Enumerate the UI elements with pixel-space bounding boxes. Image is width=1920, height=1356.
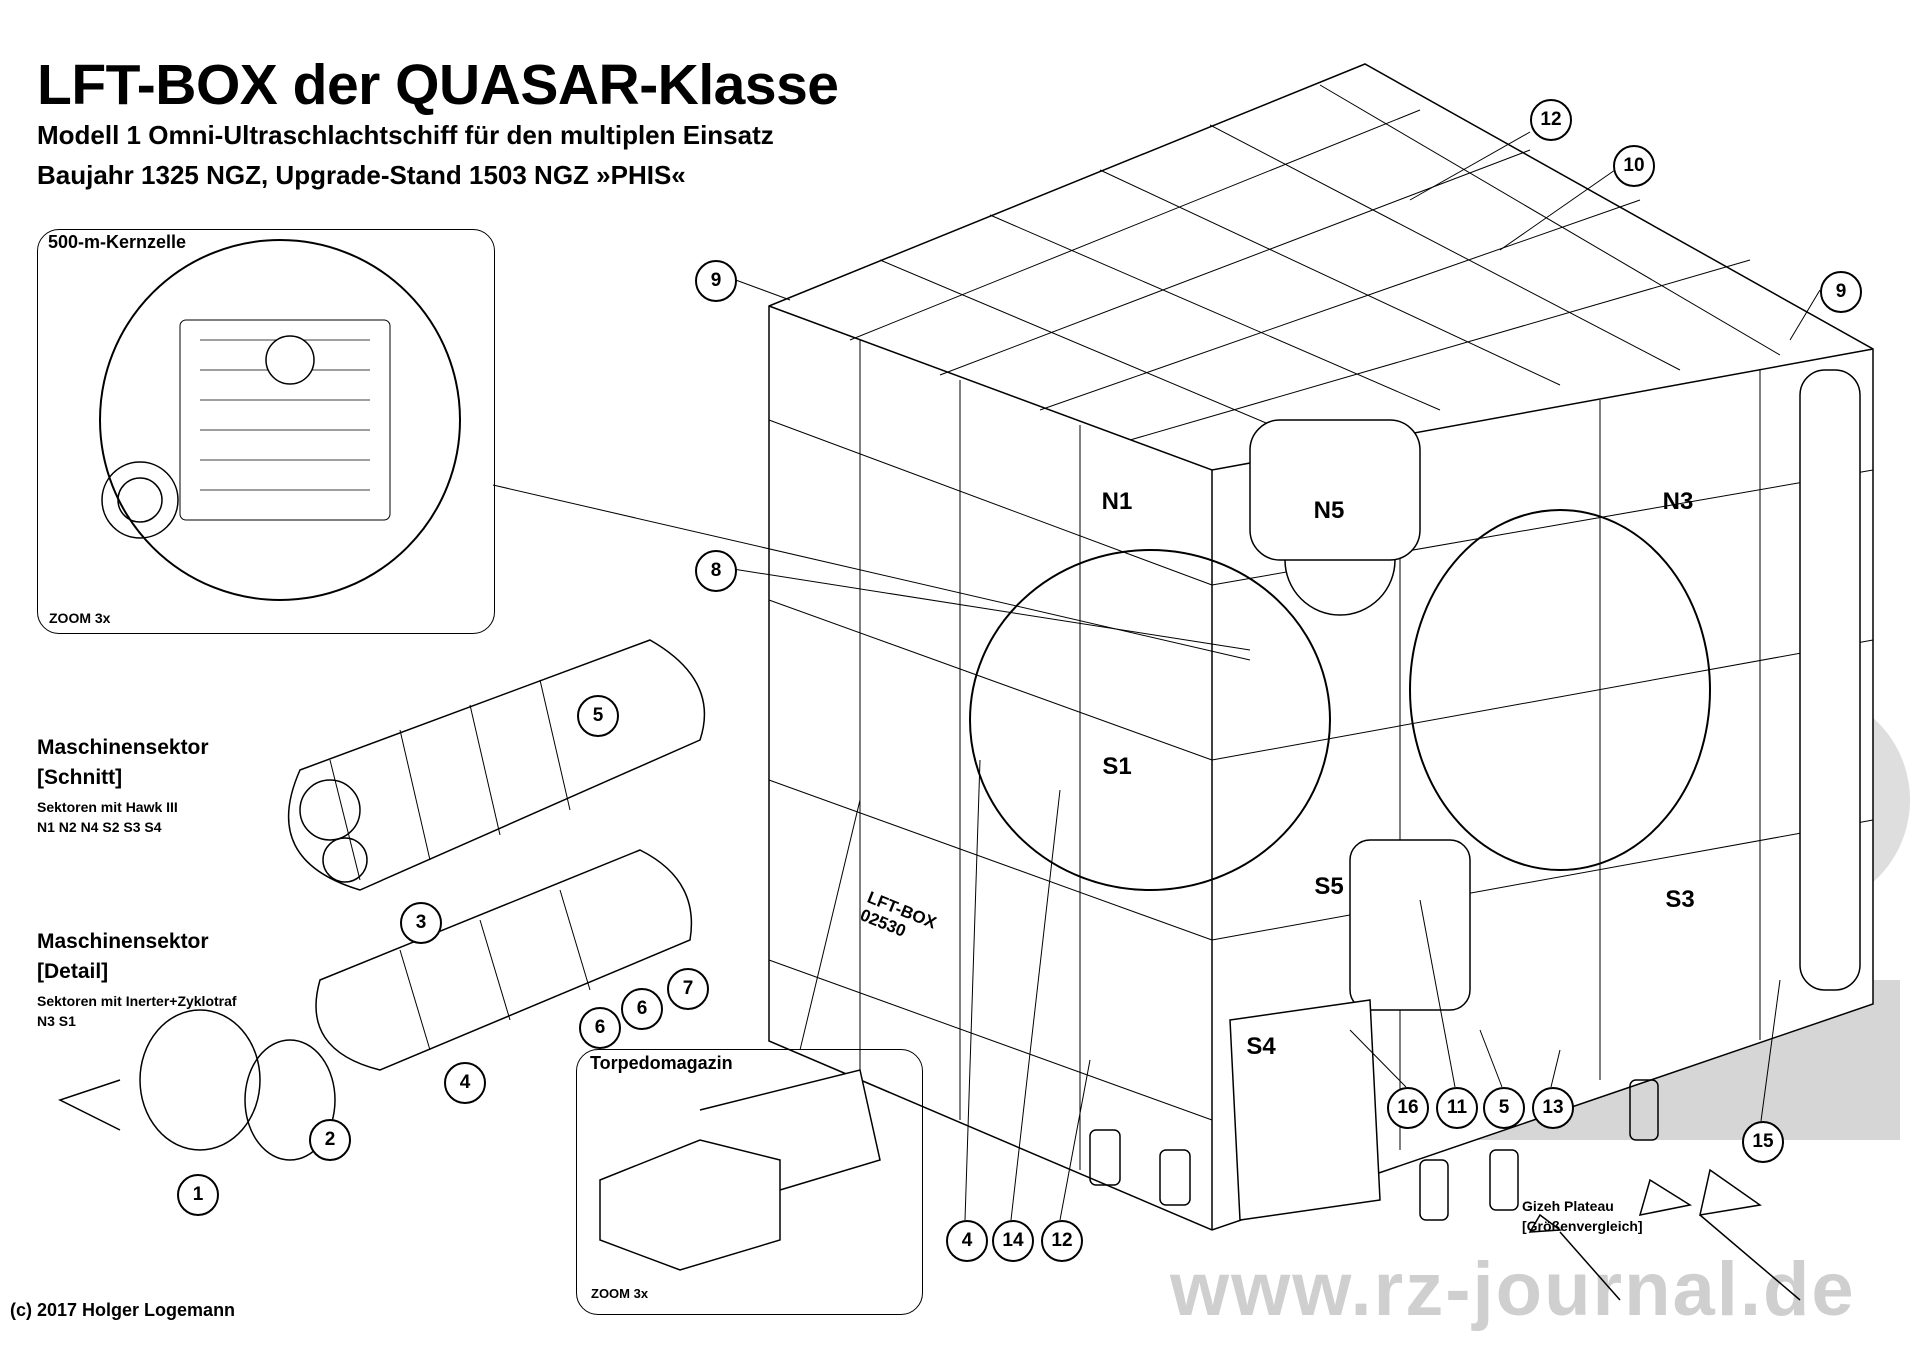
callout-marker: 5: [1483, 1087, 1525, 1129]
kernzelle-zoom: ZOOM 3x: [49, 610, 111, 626]
detail-note-1: Sektoren mit Inerter+Zyklotraf: [37, 993, 237, 1009]
sector-label: N1: [1101, 488, 1133, 515]
callout-marker: 4: [444, 1062, 486, 1104]
callout-marker: 7: [667, 968, 709, 1010]
callout-marker: 12: [1041, 1220, 1083, 1262]
detail-caption: Maschinensektor [Detail] Sektoren mit In…: [37, 927, 237, 1031]
sector-label: N3: [1662, 488, 1694, 515]
schnitt-title: Maschinensektor: [37, 736, 209, 759]
detail-subtitle: [Detail]: [37, 960, 109, 983]
sector-label: N5: [1313, 497, 1345, 524]
callout-marker: 13: [1532, 1087, 1574, 1129]
schnitt-subtitle: [Schnitt]: [37, 766, 123, 789]
torpedo-title: Torpedomagazin: [590, 1053, 733, 1073]
schnitt-caption: Maschinensektor [Schnitt] Sektoren mit H…: [37, 733, 209, 837]
callout-marker: 14: [992, 1220, 1034, 1262]
copyright: (c) 2017 Holger Logemann: [10, 1300, 236, 1320]
subtitle-year: Baujahr 1325 NGZ, Upgrade-Stand 1503 NGZ…: [37, 160, 686, 190]
callout-marker: 6: [621, 988, 663, 1030]
schnitt-note-2: N1 N2 N4 S2 S3 S4: [37, 819, 162, 835]
callout-marker: 8: [695, 550, 737, 592]
callout-marker: 16: [1387, 1087, 1429, 1129]
callout-marker: 9: [695, 260, 737, 302]
kernzelle-title: 500-m-Kernzelle: [48, 232, 187, 252]
detail-engine: [315, 849, 693, 1071]
callout-marker: 12: [1530, 99, 1572, 141]
sector-label: S5: [1314, 873, 1344, 900]
schnitt-note-1: Sektoren mit Hawk III: [37, 799, 178, 815]
callout-marker: 1: [177, 1174, 219, 1216]
watermark-text: www.rz-journal.de: [1170, 1247, 1856, 1332]
page-title: LFT-BOX der QUASAR-Klasse: [37, 53, 839, 117]
cube-outline: [768, 63, 1874, 1231]
callout-marker: 15: [1742, 1121, 1784, 1163]
sector-label: S4: [1246, 1033, 1276, 1060]
callout-marker: 11: [1436, 1087, 1478, 1129]
callout-marker: 10: [1613, 145, 1655, 187]
gizeh-caption: Gizeh Plateau [Größenvergleich]: [1522, 1196, 1643, 1236]
callout-marker: 5: [577, 695, 619, 737]
callout-marker: 3: [400, 902, 442, 944]
torpedo-panel: [576, 1049, 923, 1315]
kernzelle-panel: [37, 229, 495, 634]
callout-marker: 4: [946, 1220, 988, 1262]
callout-marker: 6: [579, 1007, 621, 1049]
sector-label: S1: [1102, 753, 1132, 780]
sector-label: S3: [1665, 886, 1695, 913]
gizeh-subtitle: [Größenvergleich]: [1522, 1218, 1643, 1234]
torpedo-zoom: ZOOM 3x: [591, 1286, 649, 1301]
callout-marker: 9: [1820, 271, 1862, 313]
detail-note-2: N3 S1: [37, 1013, 76, 1029]
subtitle-model: Modell 1 Omni-Ultraschlachtschiff für de…: [37, 120, 774, 150]
gizeh-title: Gizeh Plateau: [1522, 1198, 1614, 1214]
kernzelle-sphere: [99, 239, 461, 601]
detail-title: Maschinensektor: [37, 930, 209, 953]
torpedo-magazine-drawing: [599, 1069, 881, 1271]
callout-marker: 2: [309, 1119, 351, 1161]
